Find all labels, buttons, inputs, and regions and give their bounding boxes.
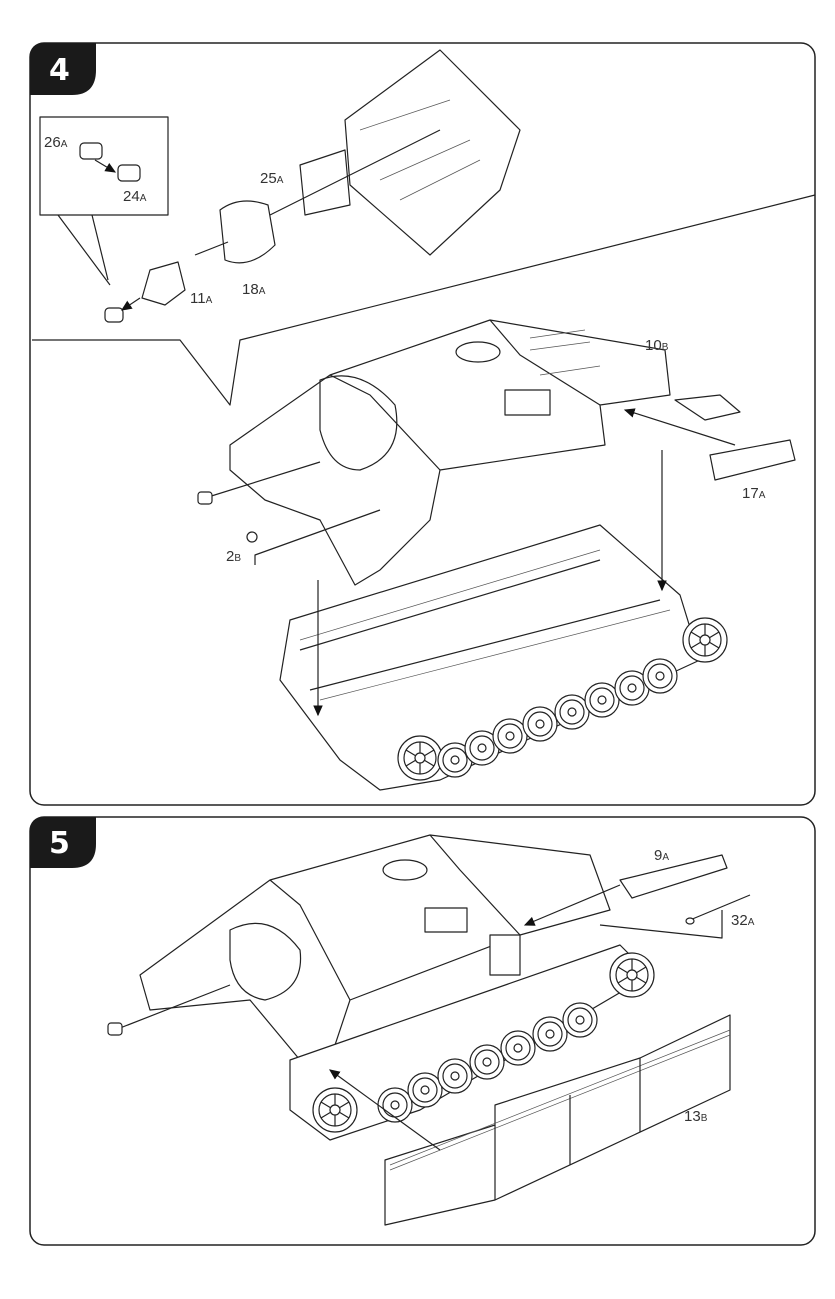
step-4-panel: 4: [29, 42, 816, 806]
part-label: 11A: [190, 290, 213, 307]
step-number: 4: [49, 53, 70, 88]
part-label: 25A: [260, 170, 284, 187]
part-label: 2B: [226, 548, 241, 565]
part-label: 32A: [731, 912, 755, 929]
callout-divider: [32, 194, 816, 406]
part-label: 18A: [242, 281, 266, 298]
part-label: 26A: [44, 134, 68, 151]
gun-assembly: [104, 49, 521, 323]
part-label: 13B: [684, 1108, 708, 1125]
step-badge: [30, 43, 96, 95]
side-skirt-part: [329, 1014, 731, 1226]
step-number: 5: [49, 826, 70, 861]
part-label: 24A: [123, 188, 147, 205]
detail-inset: [39, 116, 169, 286]
step-5-panel: 5: [29, 816, 816, 1246]
hull-upper: [197, 319, 796, 586]
part-label: 10B: [645, 337, 669, 354]
step-badge: [30, 817, 96, 868]
fender-part: [523, 854, 751, 939]
part-label: 9A: [654, 847, 669, 864]
part-label: 17A: [742, 485, 766, 502]
tank-assembled: [107, 834, 655, 1141]
hull-lower: [279, 450, 728, 791]
